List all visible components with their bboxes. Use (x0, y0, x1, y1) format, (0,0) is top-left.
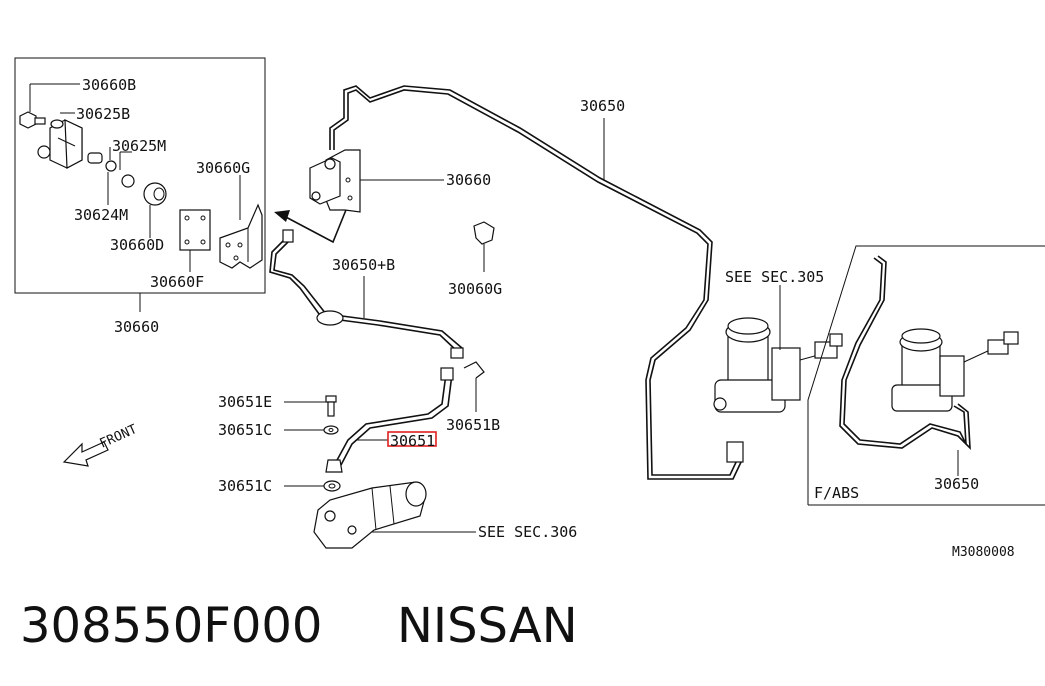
diagram-canvas: 30660B 30625B 30625M 30624M 30660D 306 (14, 57, 1045, 560)
pipe-30650 (329, 85, 743, 480)
fabs-master-cylinder (891, 328, 1019, 412)
label-30651c-lower: 30651C (218, 477, 272, 495)
part-number: 308550F000 (20, 598, 323, 654)
bolt-30651e (284, 395, 337, 417)
label-30624m: 30624M (74, 206, 128, 224)
label-30060g: 30060G (448, 280, 502, 298)
label-30651b: 30651B (446, 416, 500, 434)
label-see-sec-305: SEE SEC.305 (725, 268, 824, 286)
label-30650b: 30650+B (332, 256, 395, 274)
grommet-30660d (143, 182, 167, 238)
part-caption: 308550F000 NISSAN (20, 598, 578, 654)
fabs-inset-border (807, 245, 1045, 505)
front-arrow-icon (62, 441, 109, 467)
clip-30060g (473, 221, 495, 272)
label-see-sec-306: SEE SEC.306 (478, 523, 577, 541)
junction-block (37, 112, 83, 169)
bracket-30660 (309, 149, 444, 213)
bracket-30660g (219, 175, 263, 269)
plate-30660f (179, 209, 211, 272)
master-cylinder (713, 285, 843, 463)
hose-30651 (325, 367, 454, 473)
brand-name: NISSAN (397, 598, 578, 654)
seal-30625m (87, 147, 135, 188)
washer-30651c-upper (284, 425, 339, 435)
label-30660g: 30660G (196, 159, 250, 177)
label-30650: 30650 (580, 97, 625, 115)
label-30625m: 30625M (112, 137, 166, 155)
label-fabs: F/ABS (814, 484, 859, 502)
label-30660f: 30660F (150, 273, 204, 291)
label-30651: 30651 (390, 432, 435, 450)
label-front: FRONT (98, 422, 140, 452)
pipe-30650b (269, 229, 464, 359)
washer-30651c-lower (284, 480, 341, 492)
pointer-arrow (274, 199, 351, 244)
label-30660b: 30660B (82, 76, 136, 94)
bolt-30660b (19, 83, 80, 129)
slave-cylinder (313, 481, 476, 549)
label-30660d: 30660D (110, 236, 164, 254)
label-30651e: 30651E (218, 393, 272, 411)
label-30651c-upper: 30651C (218, 421, 272, 439)
label-30650-inset: 30650 (934, 475, 979, 493)
label-30625b: 30625B (76, 105, 130, 123)
highlight-30651 (387, 431, 437, 447)
label-30660-main: 30660 (446, 171, 491, 189)
fabs-pipe (839, 255, 971, 476)
clip-30651b (463, 361, 485, 412)
label-30660-box: 30660 (114, 318, 159, 336)
diagram-code: M3080008 (952, 545, 1015, 560)
